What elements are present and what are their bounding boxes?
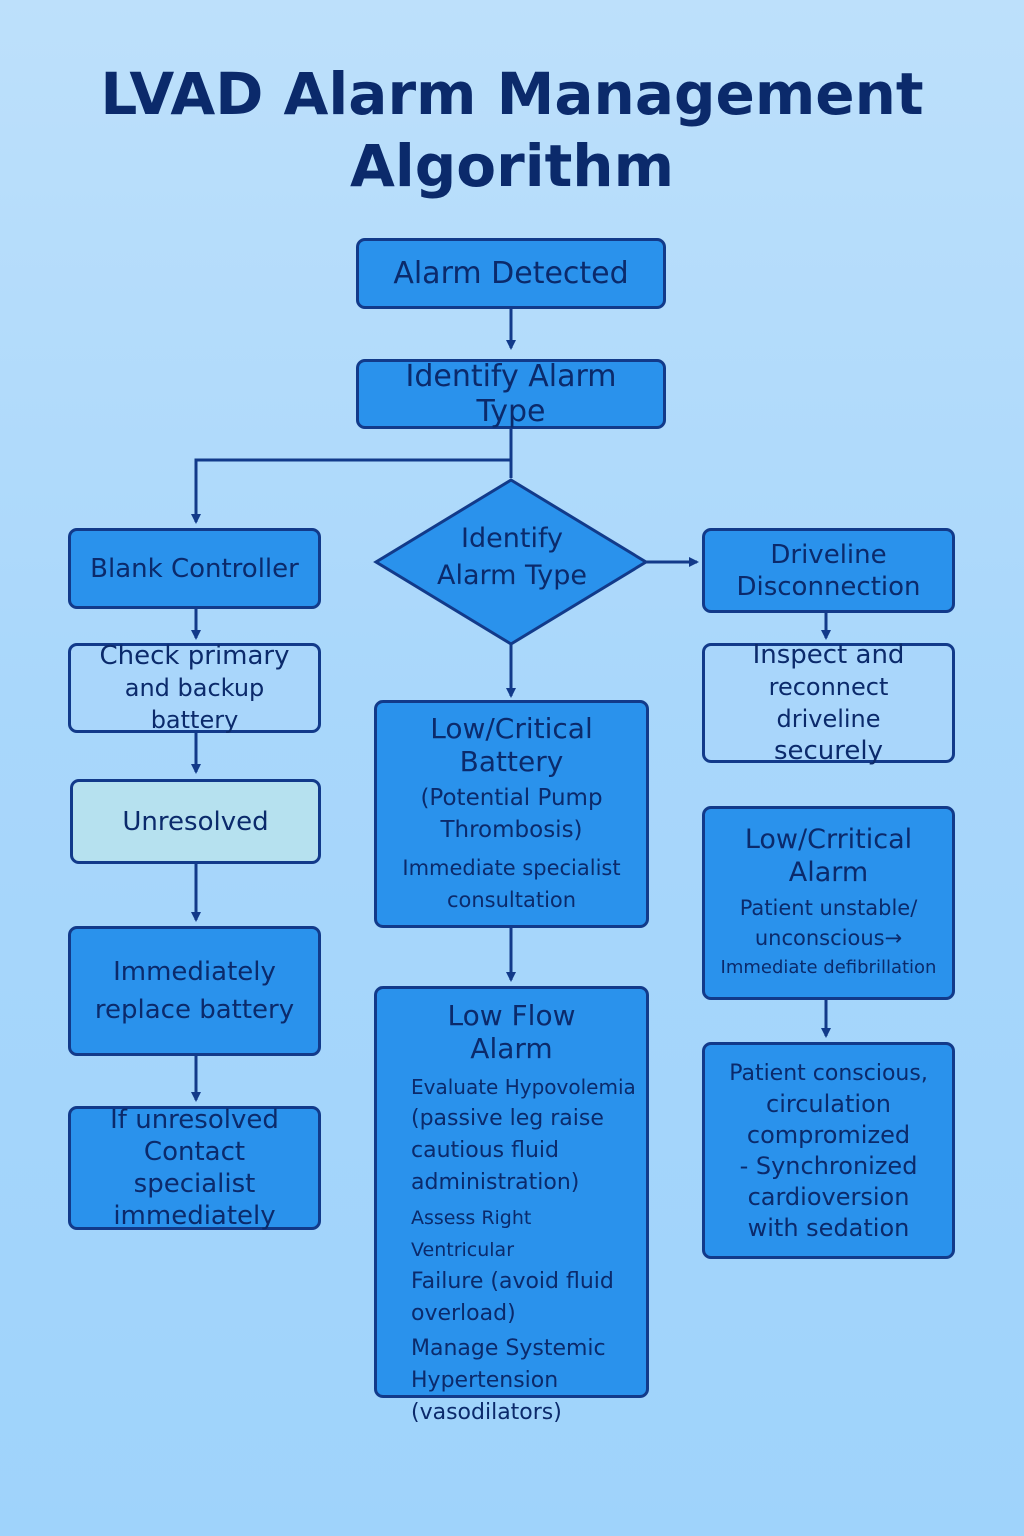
driveline-disconnection-box: Driveline Disconnection [702, 528, 955, 613]
unresolved-box: Unresolved [70, 779, 321, 864]
driveline-line-1: Driveline [770, 539, 887, 570]
low-flow-alarm-box: Low Flow Alarm Evaluate Hypovolemia (pas… [374, 986, 649, 1425]
driveline-line-2: Disconnection [736, 571, 921, 602]
low-critical-battery-head-1: Low/Critical [430, 712, 593, 745]
low-critical-battery-sub-1: (Potential Pump [420, 785, 603, 811]
decision-diamond [373, 478, 649, 646]
alarm-detected-box: Alarm Detected [356, 238, 666, 309]
low-critical-alarm-sub-3: Immediate defibrillation [720, 957, 937, 978]
low-flow-line-3: cautious fluid [411, 1138, 559, 1163]
low-flow-line-1: Evaluate Hypovolemia [411, 1075, 636, 1099]
patient-conscious-line-6: with sedation [747, 1213, 910, 1242]
blank-controller-box: Blank Controller [68, 528, 321, 609]
inspect-line-3: securely [773, 736, 884, 766]
check-battery-line-1: Check primary [99, 641, 290, 671]
patient-conscious-box: Patient conscious, circulation compromiz… [702, 1042, 955, 1259]
patient-conscious-line-5: cardioversion [747, 1182, 910, 1211]
unresolved-label: Unresolved [122, 806, 269, 837]
low-critical-alarm-sub-2: unconscious→ [754, 926, 903, 950]
identify-alarm-type-label: Identify Alarm Type [405, 359, 617, 429]
patient-conscious-line-4: - Synchronized [739, 1151, 918, 1180]
low-flow-line-7: overload) [411, 1301, 516, 1326]
diamond-line-2: Alarm Type [436, 560, 588, 591]
low-flow-line-2: (passive leg raise [411, 1106, 604, 1131]
inspect-line-1: Inspect and [752, 640, 905, 670]
arrow-branch-to-blank-controller [191, 458, 511, 524]
low-critical-battery-sub-2: Thrombosis) [440, 817, 583, 843]
low-flow-line-9: Hypertension [411, 1368, 559, 1393]
contact-specialist-line-3: immediately [113, 1201, 276, 1231]
title-line-2: Algorithm [349, 132, 675, 200]
contact-specialist-line-2: Contact specialist [133, 1137, 256, 1199]
page-title: LVAD Alarm Management Algorithm [0, 58, 1024, 202]
contact-specialist-box: If unresolved Contact specialist immedia… [68, 1105, 321, 1231]
diamond-line-1: Identify [461, 523, 563, 554]
replace-battery-box: Immediately replace battery [68, 926, 321, 1056]
inspect-driveline-box: Inspect and reconnect driveline securely [702, 640, 955, 766]
low-flow-line-8: Manage Systemic [411, 1336, 606, 1361]
patient-conscious-line-2: circulation [766, 1089, 891, 1118]
low-critical-battery-head-2: Battery [459, 745, 564, 778]
alarm-detected-label: Alarm Detected [393, 256, 629, 291]
replace-battery-line-1: Immediately [113, 957, 276, 987]
check-battery-line-2: and backup battery [124, 674, 265, 734]
low-critical-alarm-box: Low/Crritical Alarm Patient unstable/ un… [702, 806, 955, 1000]
inspect-line-2: reconnect driveline [768, 673, 889, 733]
low-flow-line-4: administration) [411, 1170, 580, 1195]
low-critical-battery-sub-3: Immediate specialist [402, 856, 621, 880]
check-battery-box: Check primary and backup battery [68, 641, 321, 734]
low-critical-battery-box: Low/Critical Battery (Potential Pump Thr… [374, 700, 649, 928]
contact-specialist-line-1: If unresolved [110, 1105, 279, 1135]
blank-controller-label: Blank Controller [90, 553, 299, 584]
patient-conscious-line-3: compromized [746, 1120, 911, 1149]
patient-conscious-line-1: Patient conscious, [729, 1060, 928, 1086]
low-critical-battery-sub-4: consultation [446, 888, 577, 912]
low-critical-alarm-sub-1: Patient unstable/ [739, 896, 918, 920]
low-critical-alarm-head-2: Alarm [788, 857, 869, 888]
low-critical-alarm-head-1: Low/Crritical [744, 824, 913, 855]
low-flow-line-6: Failure (avoid fluid [411, 1269, 614, 1294]
low-flow-head-2: Alarm [470, 1032, 553, 1065]
low-flow-details: Evaluate Hypovolemia (passive leg raise … [387, 1071, 636, 1429]
low-flow-line-5: Assess Right Ventricular [411, 1207, 532, 1261]
replace-battery-line-2: replace battery [94, 995, 295, 1025]
diamond-label: Identify Alarm Type [402, 520, 622, 594]
identify-alarm-type-box: Identify Alarm Type [356, 359, 666, 429]
low-flow-head-1: Low Flow [447, 999, 576, 1032]
title-line-1: LVAD Alarm Management [100, 60, 924, 128]
low-flow-line-10: (vasodilators) [411, 1400, 562, 1425]
